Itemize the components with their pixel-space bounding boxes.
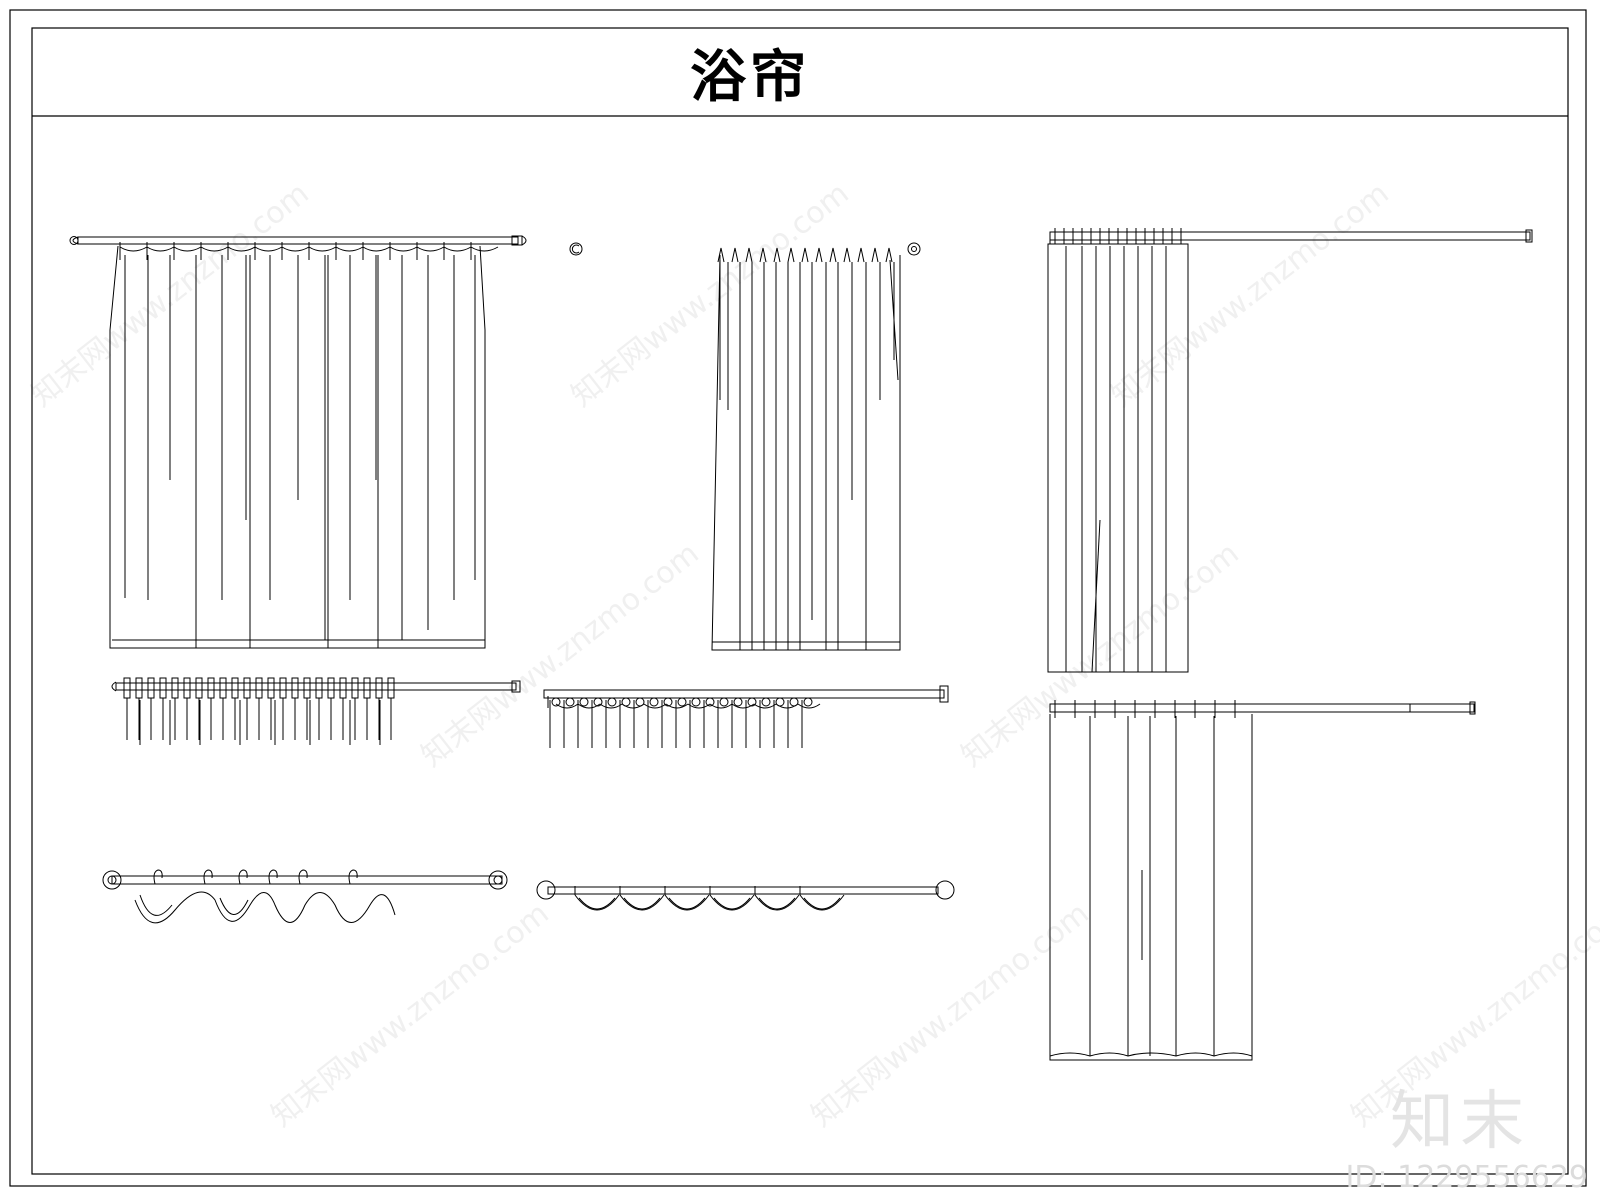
curtain-side-lower	[1049, 700, 1476, 1061]
curtain-side-upper	[1047, 228, 1533, 673]
outer-frame	[9, 9, 1587, 1187]
rod-swags-middle	[536, 880, 955, 911]
rod-swags-left	[102, 869, 508, 924]
inner-frame	[31, 27, 1569, 1175]
page-title-text: 浴帘	[690, 44, 810, 110]
watermark-id: ID: 1229556629	[1345, 1160, 1588, 1195]
rod-hooks-middle	[543, 685, 949, 748]
watermark-logo: 知末	[1390, 1085, 1530, 1159]
curtain-gathered	[711, 242, 921, 651]
page-title: 浴帘	[32, 28, 1568, 116]
rod-hooks-left	[111, 677, 521, 745]
curtain-front-large	[69, 235, 583, 649]
